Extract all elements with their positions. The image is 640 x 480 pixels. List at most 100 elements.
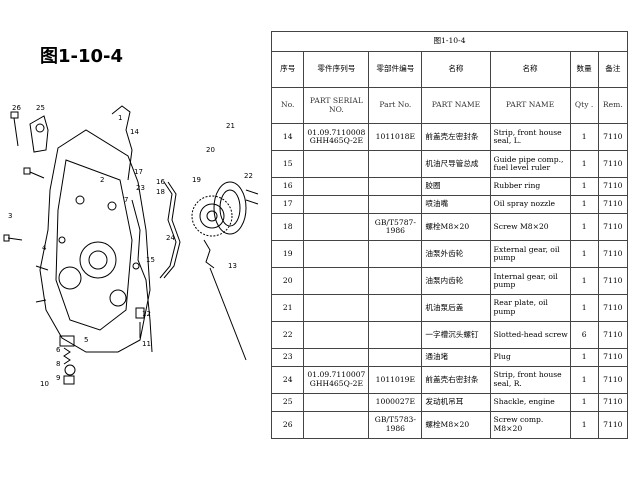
callout-21: 21	[226, 122, 235, 130]
cell-qty: 1	[569, 240, 599, 269]
cell-name-zh: 油泵外齿轮	[421, 240, 491, 269]
callout-6: 6	[56, 346, 61, 354]
cell-no: 19	[270, 240, 305, 269]
engine-shackle	[29, 115, 49, 153]
cell-qty: 1	[569, 177, 599, 197]
cell-serial	[303, 392, 370, 412]
callout-2: 2	[100, 176, 104, 184]
table-caption: 图1-10-4	[271, 30, 628, 53]
cell-name-en: External gear, oil pump	[489, 240, 571, 269]
front-housing	[35, 129, 151, 353]
cell-name-en: Rear plate, oil pump	[489, 293, 571, 322]
callout-20: 20	[206, 146, 215, 154]
cell-name-en: Oil spray nozzle	[489, 195, 571, 215]
header-partno-zh: 零部件编号	[368, 51, 423, 89]
cell-rem: 7110	[597, 177, 629, 197]
header-name-zh: 名称	[421, 51, 491, 89]
cell-name-zh: 通油堵	[421, 347, 491, 367]
cell-rem: 7110	[597, 392, 629, 412]
oil-pump-gears	[191, 195, 233, 237]
callout-19: 19	[192, 176, 201, 184]
cell-serial: 01.09.7110008 GHH465Q-2E	[303, 123, 370, 152]
cell-serial: 01.09.7110007 GHH465Q-2E	[303, 365, 370, 394]
cell-part-no	[368, 150, 423, 179]
callout-23: 23	[136, 184, 145, 192]
callout-25: 25	[36, 104, 45, 112]
cell-name-zh: 发动机吊耳	[421, 392, 491, 412]
cell-rem: 7110	[597, 320, 629, 349]
cell-name-zh: 螺栓M8×20	[421, 410, 491, 440]
cell-no: 22	[270, 320, 305, 349]
header-qty-en: Qty .	[569, 87, 599, 125]
callout-22: 22	[244, 172, 253, 180]
header-qty-zh: 数量	[569, 51, 599, 89]
cell-qty: 1	[569, 293, 599, 322]
cell-no: 23	[270, 347, 305, 367]
header-serial-en: PART SERIAL NO.	[303, 87, 370, 125]
cell-no: 24	[270, 365, 305, 394]
cell-rem: 7110	[597, 195, 629, 215]
cell-serial	[303, 347, 370, 367]
header-serial-zh: 零件序列号	[303, 51, 370, 89]
cell-serial	[303, 177, 370, 197]
callout-18: 18	[156, 188, 165, 196]
callout-7: 7	[124, 196, 128, 204]
cell-rem: 7110	[597, 267, 629, 295]
cell-rem: 7110	[597, 347, 629, 367]
cell-no: 16	[270, 177, 305, 197]
cell-qty: 1	[569, 347, 599, 367]
cell-qty: 6	[569, 320, 599, 349]
cell-name-en: Rubber ring	[489, 177, 571, 197]
cell-rem: 7110	[597, 213, 629, 242]
header-partno-en: Part No.	[368, 87, 423, 125]
cell-part-no: 1011018E	[368, 123, 423, 152]
cell-serial	[303, 293, 370, 322]
callout-13: 13	[228, 262, 237, 270]
cell-name-zh: 机油尺导管总成	[421, 150, 491, 179]
cell-no: 21	[270, 293, 305, 322]
cell-rem: 7110	[597, 150, 629, 179]
cell-rem: 7110	[597, 410, 629, 440]
cell-name-zh: 胶圈	[421, 177, 491, 197]
cell-no: 18	[270, 213, 305, 242]
header-rem-en: Rem.	[597, 87, 629, 125]
cell-rem: 7110	[597, 123, 629, 152]
cell-part-no	[368, 195, 423, 215]
cell-name-en: Strip, front house seal, L.	[489, 123, 571, 152]
header-no-zh: 序号	[270, 51, 305, 89]
callout-26: 26	[12, 104, 21, 112]
cell-part-no: 1000027E	[368, 392, 423, 412]
callout-4: 4	[42, 244, 47, 252]
cell-serial	[303, 410, 370, 440]
callout-3: 3	[8, 212, 12, 220]
cell-name-zh: 喷油嘴	[421, 195, 491, 215]
oil-pump-rear-plate	[213, 181, 247, 235]
cell-name-zh: 螺栓M8×20	[421, 213, 491, 242]
header-name-en: PART NAME	[489, 87, 571, 125]
callout-16: 16	[156, 178, 165, 186]
cell-part-no: 1011019E	[368, 365, 423, 394]
cell-no: 25	[270, 392, 305, 412]
header-rem-zh: 备注	[597, 51, 629, 89]
cell-part-no	[368, 267, 423, 295]
cell-no: 26	[270, 410, 305, 440]
header-name-en-col-zh: 名称	[489, 51, 571, 89]
cell-part-no	[368, 320, 423, 349]
header-name-zh-en: PART NAME	[421, 87, 491, 125]
callout-8: 8	[56, 360, 60, 368]
cell-qty: 1	[569, 392, 599, 412]
cell-part-no	[368, 293, 423, 322]
cell-serial	[303, 240, 370, 269]
cell-part-no	[368, 240, 423, 269]
cell-serial	[303, 150, 370, 179]
cell-no: 15	[270, 150, 305, 179]
callout-5: 5	[84, 336, 88, 344]
cell-serial	[303, 320, 370, 349]
cell-name-zh: 前盖壳左密封条	[421, 123, 491, 152]
